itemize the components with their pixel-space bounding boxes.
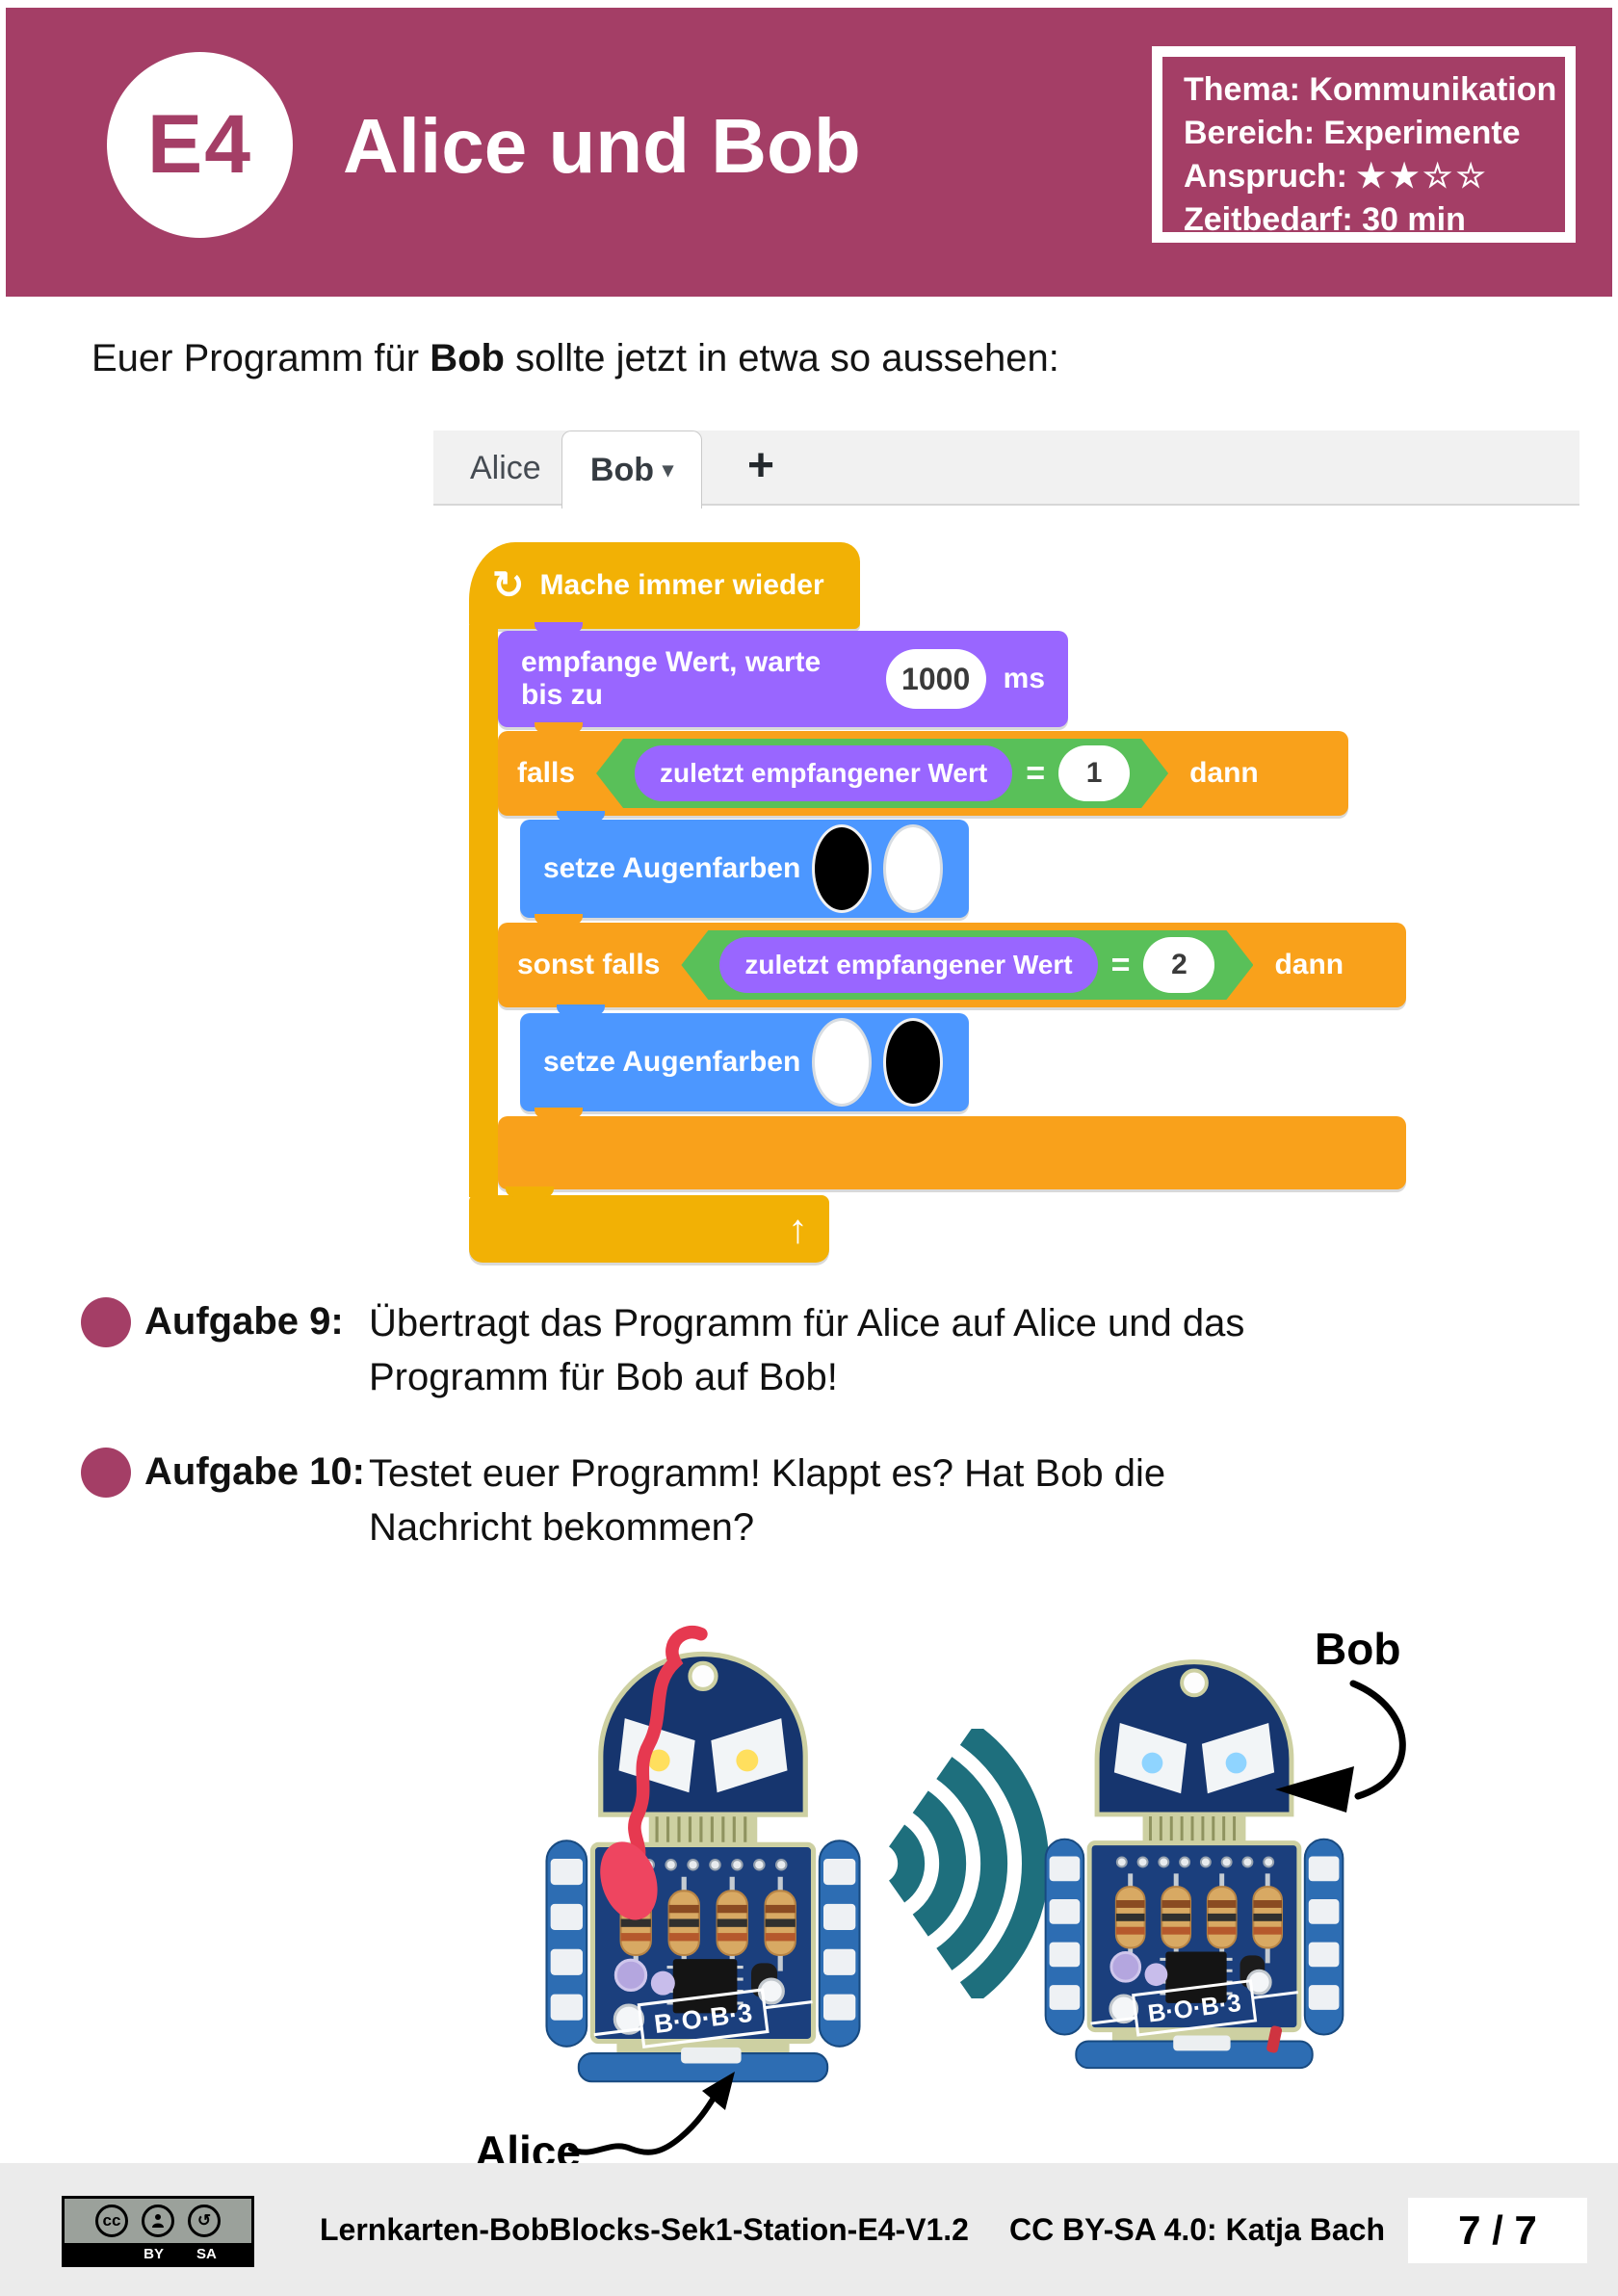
tab-alice[interactable]: Alice	[470, 450, 541, 486]
loop-label: Mache immer wieder	[539, 569, 824, 601]
loop-spine	[469, 625, 498, 1197]
info-thema: Thema: Kommunikation	[1184, 71, 1557, 108]
attribution-person-icon	[142, 2205, 174, 2237]
info-box: Thema: Kommunikation Bereich: Experiment…	[1152, 46, 1576, 243]
task-label-10: Aufgabe 10:	[144, 1450, 365, 1493]
station-badge: E4	[107, 52, 293, 238]
loop-arrow-icon: ↑	[788, 1206, 808, 1251]
block-if-end-bar[interactable]	[498, 1108, 1406, 1189]
block-loop-end[interactable]: ↑	[469, 1187, 829, 1263]
block-set-eye-colors-2[interactable]: setze Augenfarben	[520, 1004, 969, 1111]
footer-credits: Lernkarten-BobBlocks-Sek1-Station-E4-V1.…	[320, 2163, 1385, 2296]
condition-equals-1[interactable]: zuletzt empfangener Wert = 1	[596, 739, 1168, 808]
block-else-if[interactable]: sonst falls zuletzt empfangener Wert = 2…	[498, 914, 1406, 1007]
wireless-signal-icon	[888, 1729, 1049, 1998]
info-zeitbedarf: Zeitbedarf: 30 min	[1184, 201, 1466, 238]
task-bullet-9	[81, 1297, 131, 1347]
robot-bob-image: B·O·B·3	[1044, 1659, 1344, 2070]
task-bullet-10	[81, 1448, 131, 1498]
bob-arrow	[1275, 1680, 1406, 1813]
difficulty-stars: ★★☆☆	[1356, 158, 1490, 195]
condition-equals-2[interactable]: zuletzt empfangener Wert = 2	[681, 930, 1253, 1000]
tab-bob[interactable]: Bob ▾	[561, 430, 702, 509]
document-title: Lernkarten-BobBlocks-Sek1-Station-E4-V1.…	[320, 2211, 969, 2247]
station-id: E4	[146, 98, 253, 191]
task-text-9: Übertragt das Programm für Alice auf Ali…	[369, 1302, 1245, 1398]
red-cord	[628, 1626, 708, 1869]
equals-operator: =	[1026, 754, 1046, 792]
page-number: 7 / 7	[1408, 2198, 1587, 2263]
last-received-value-reporter[interactable]: zuletzt empfangener Wert	[635, 745, 1012, 801]
compare-value-input-1[interactable]: 1	[1058, 745, 1130, 801]
last-received-value-reporter[interactable]: zuletzt empfangener Wert	[719, 937, 1097, 993]
alice-arrow	[568, 2072, 735, 2155]
eye-color-left-swatch[interactable]	[812, 824, 873, 913]
task-label-9: Aufgabe 9:	[144, 1300, 344, 1343]
info-bereich: Bereich: Experimente	[1184, 115, 1521, 151]
share-alike-icon: ↺	[188, 2205, 221, 2237]
tab-strip: Alice Bob ▾ +	[433, 430, 1579, 509]
block-receive-value[interactable]: empfange Wert, warte bis zu 1000 ms	[498, 622, 1068, 727]
chevron-down-icon[interactable]: ▾	[663, 457, 674, 482]
block-loop-forever[interactable]: ↻ Mache immer wieder	[469, 542, 860, 629]
equals-operator: =	[1110, 946, 1131, 983]
page-title: Alice und Bob	[343, 103, 861, 189]
robot-alice-image: B·O·B·3	[545, 1626, 861, 2083]
eye-color-left-swatch[interactable]	[812, 1018, 873, 1107]
add-tab-button[interactable]: +	[747, 440, 775, 491]
footer-bar: cc ↺ BY SA Lernkarten-BobBlocks-Sek1-Sta…	[0, 2163, 1618, 2296]
compare-value-input-2[interactable]: 2	[1143, 937, 1214, 993]
eye-color-right-swatch[interactable]	[883, 1018, 944, 1107]
label-bob: Bob	[1315, 1624, 1401, 1674]
repeat-icon: ↻	[492, 564, 525, 607]
header-band: E4 Alice und Bob Thema: Kommunikation Be…	[6, 8, 1612, 297]
task-text-10: Testet euer Programm! Klappt es? Hat Bob…	[369, 1452, 1166, 1549]
license-text: CC BY-SA 4.0: Katja Bach	[1008, 2211, 1385, 2247]
robots-figure: B·O·B·3	[414, 1584, 1493, 2201]
cc-icon: cc	[95, 2205, 128, 2237]
block-editor: Alice Bob ▾ + ↻ Mache immer wieder empfa…	[433, 430, 1579, 1288]
info-anspruch: Anspruch: ★★☆☆	[1184, 158, 1490, 195]
block-set-eye-colors-1[interactable]: setze Augenfarben	[520, 811, 969, 918]
cc-license-badge: cc ↺ BY SA	[62, 2196, 254, 2267]
receive-timeout-input[interactable]: 1000	[885, 649, 986, 709]
block-if[interactable]: falls zuletzt empfangener Wert = 1 dann	[498, 722, 1348, 816]
eye-color-right-swatch[interactable]	[883, 824, 944, 913]
intro-text: Euer Programm für Bob sollte jetzt in et…	[91, 337, 1059, 379]
